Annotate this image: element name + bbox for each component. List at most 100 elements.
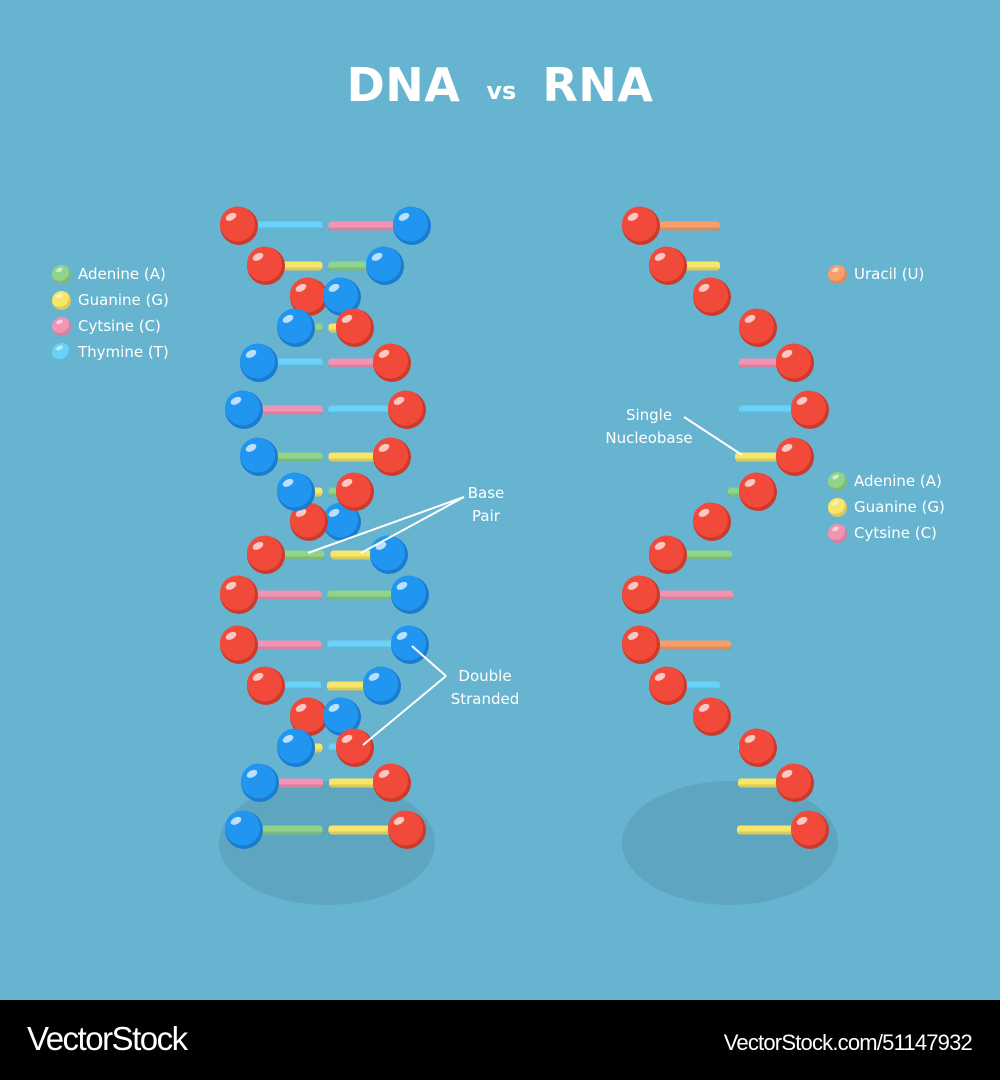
legend-item: Adenine (A) [828,468,945,494]
double-stranded-pointer-line [362,675,447,746]
sphere-body [622,575,657,611]
rna-nucleotide [739,308,777,347]
rna-uracil-legend: Uracil (U) [828,261,924,287]
adenine-base-bar [244,825,323,835]
sphere-body [391,625,426,661]
rna-nucleotide [738,763,814,802]
red-sugar-phosphate-sphere [373,763,411,802]
red-sugar-phosphate-sphere [220,575,258,614]
sphere-body [336,308,371,344]
sphere-body [290,697,325,733]
legend-swatch-icon [52,316,71,336]
sphere-body [220,575,255,611]
legend-swatch-icon [52,342,71,362]
blue-sugar-phosphate-sphere [370,535,408,574]
dna-base-pair-rung [220,206,431,245]
rna-nucleotide [649,535,732,574]
red-sugar-phosphate-sphere [693,277,731,316]
legend-label: Uracil (U) [854,265,925,283]
single-nucleobase-label: Single Nucleobase [603,404,695,450]
red-sugar-phosphate-sphere [776,763,814,802]
sphere-body [693,277,728,313]
legend-label: Guanine (G) [854,498,945,516]
sphere-body [277,728,312,764]
red-sugar-phosphate-sphere [247,666,285,705]
double-stranded-label-line1: Double [458,667,512,685]
sphere-body [225,390,260,426]
sphere-highlight [378,769,390,778]
sphere-body [622,625,657,661]
sphere-body [739,308,774,344]
sphere-highlight [393,816,405,825]
blue-sugar-phosphate-sphere [225,390,263,429]
sphere-highlight [371,252,383,261]
legend-swatch-icon [828,497,847,517]
red-sugar-phosphate-sphere [622,625,660,664]
sphere-body [277,308,312,344]
sphere-body [323,277,358,313]
sphere-body [225,810,260,846]
dna-base-pair-rung [220,625,429,664]
adenine-base-bar [327,590,410,600]
rna-nucleotide [622,625,731,664]
title-dna: DNA [346,58,461,112]
base-bar-body [327,590,410,600]
rna-nucleotide [735,437,814,476]
blue-sugar-phosphate-sphere [225,810,263,849]
blue-sugar-phosphate-sphere [277,308,315,347]
sphere-highlight [252,541,264,550]
uracil-base-bar [641,221,720,231]
sphere-highlight [341,478,353,487]
red-sugar-phosphate-sphere [739,472,777,511]
sphere-body [739,472,774,508]
sphere-highlight [698,508,710,517]
red-sugar-phosphate-sphere [693,502,731,541]
base-pair-pointer-line [307,496,465,554]
cytosine-base-bar [239,640,322,650]
sphere-body [391,575,426,611]
red-sugar-phosphate-sphere [622,206,660,245]
dna-base-pair-rung [277,728,374,767]
sphere-body [336,728,371,764]
footer-brand: VectorStock [27,1020,188,1057]
red-sugar-phosphate-sphere [649,666,687,705]
sphere-highlight [744,478,756,487]
base-bar-shade [328,411,407,415]
sphere-body [277,472,312,508]
rna-floor-shadow [622,781,838,905]
legend-item: Cytsine (C) [52,313,169,339]
rna-nucleotide [622,206,720,245]
dna-floor-shadow [219,781,435,905]
sphere-highlight [654,541,666,550]
sphere-highlight [654,252,666,261]
thymine-base-bar [327,640,410,650]
dna-base-pair-rung [241,763,411,802]
sphere-highlight [393,396,405,405]
red-sugar-phosphate-sphere [290,697,328,736]
base-bar-body [239,221,323,231]
base-bar-body [244,825,323,835]
sphere-body [649,535,684,571]
sphere-highlight [627,581,639,590]
base-pair-pointer-line [360,496,465,554]
base-bar-shade [328,831,407,835]
uracil-base-bar [641,640,731,650]
sphere-highlight [295,703,307,712]
blue-sugar-phosphate-sphere [323,697,361,736]
red-sugar-phosphate-sphere [247,535,285,574]
sphere-body [247,666,282,702]
sphere-body [366,246,401,282]
sphere-highlight [252,672,264,681]
red-sugar-phosphate-sphere [739,308,777,347]
red-sugar-phosphate-sphere [247,246,285,285]
red-sugar-phosphate-sphere [693,697,731,736]
base-bar-shade [328,227,412,231]
sphere-body [776,437,811,473]
dna-base-pair-rung [225,390,426,429]
sphere-highlight [781,443,793,452]
sphere-body [393,206,428,242]
legend-swatch-icon [828,523,847,543]
base-pair-label-line1: Base [467,484,505,502]
cytosine-base-bar [641,590,733,600]
